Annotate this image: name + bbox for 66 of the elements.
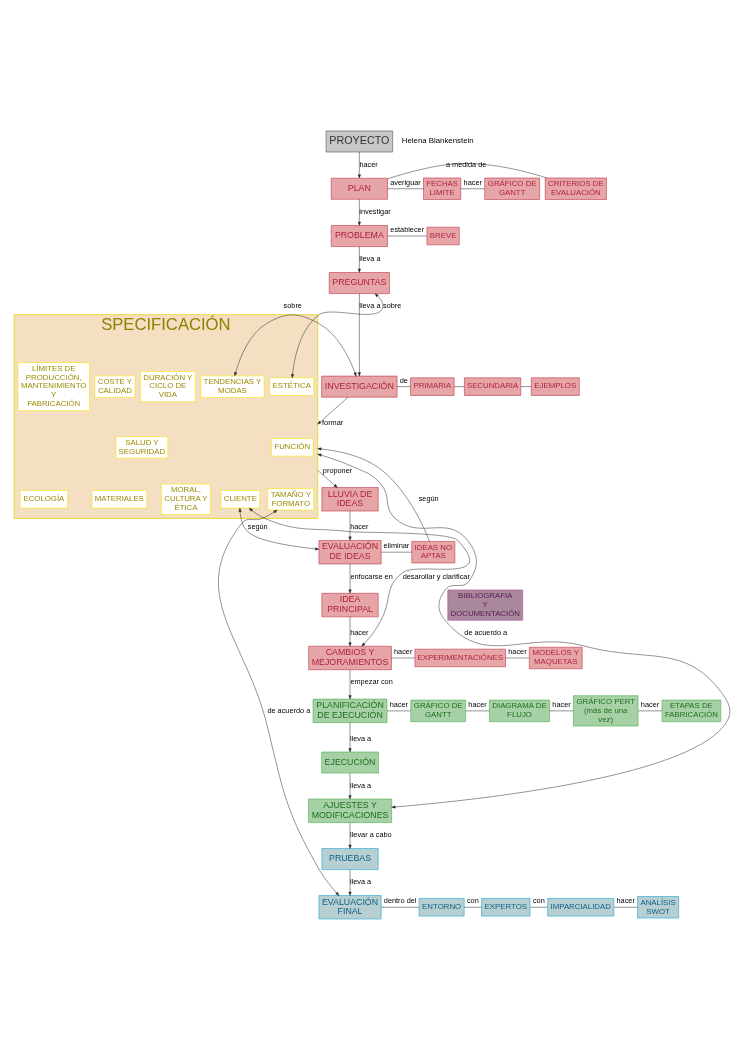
node-box: EJEMPLOS [530, 377, 580, 396]
node-box: LÍMITES DE PRODUCCIÓN, MANTENIMIENTO Y FABRICACIÓN [17, 362, 90, 411]
arrow [348, 869, 352, 896]
node-box: MODELOS Y MAQUETAS [529, 646, 583, 670]
arrow [317, 397, 349, 425]
node-box: BREVE [426, 226, 460, 246]
node-box: SALUD Y SEGURIDAD [115, 436, 169, 459]
node-box: COSTE Y CALIDAD [94, 375, 136, 398]
node-box: FECHAS LIMITE [423, 177, 462, 200]
arrow [348, 822, 352, 849]
node-box: IDEAS NO APTAS [411, 541, 456, 564]
arrow [357, 293, 361, 377]
node-box: IMPARCIALIDAD [547, 898, 615, 917]
arrow [317, 447, 430, 542]
arrow [357, 246, 361, 273]
node-box: CRITERIOS DE EVALUACIÓN [544, 177, 607, 200]
node-box: TENDENCIAS Y MODAS [200, 375, 265, 398]
arrow [218, 509, 340, 896]
node-box: AJUESTES Y MODIFICACIONES [308, 798, 392, 823]
node-box: LLUVIA DE IDEAS [321, 487, 379, 512]
arrow [357, 151, 361, 179]
node-box: DURACIÓN Y CICLO DE VIDA [140, 371, 196, 403]
label: Helena Blankenstein [401, 136, 474, 146]
node-box: PROBLEMA [330, 225, 388, 247]
node-box: FUNCIÓN [271, 438, 314, 457]
node-box: EVALUACIÓN FINAL [318, 895, 382, 920]
node-box: ESTÉTICA [269, 377, 315, 396]
node-box: BIBLIOGRAFIA Y DOCUMENTACIÓN [447, 589, 523, 621]
node-box: EVALUACIÓN DE IDEAS [318, 540, 382, 565]
node-box: CAMBIOS Y MEJORAMIENTOS [308, 645, 392, 671]
node-box: TAMAÑO Y FORMATO [267, 488, 315, 511]
arrow [248, 507, 470, 647]
node-box: PRUEBAS [321, 848, 379, 870]
node-box: MATERIALES [91, 490, 148, 509]
arrow [348, 510, 352, 541]
node-box: ENTORNO [418, 898, 465, 917]
node-box: MORAL, CULTURA Y ÉTICA [161, 483, 211, 515]
node-box: CLIENTE [220, 490, 260, 509]
node-box: EJECUCIÓN [321, 751, 379, 774]
node-box: GRÁFICO PERT (más de una vez) [573, 695, 639, 727]
node-box: GRÁFICO DE GANTT [410, 699, 466, 722]
node-box: ECOLOGÍA [19, 490, 68, 509]
arrow [238, 507, 320, 551]
node-box: GRÁFICO DE GANTT [484, 177, 540, 200]
node-box: PROYECTO [325, 130, 393, 153]
arrow [357, 199, 361, 226]
arrow [317, 470, 338, 488]
node-box: EXPERIMENTACIÓNES [414, 648, 506, 668]
arrow [348, 773, 352, 800]
node-box: EXPERTOS [481, 898, 531, 917]
node-box: SECUNDARIA [464, 377, 522, 396]
arrow [348, 669, 352, 700]
node-box: PLAN [330, 177, 388, 200]
node-box: IDEA PRINCIPAL [321, 593, 379, 618]
node-box: PLANIFICACIÓN DE EJECUCIÓN [312, 698, 388, 723]
node-box: PRIMARIA [410, 377, 455, 396]
arrow [348, 563, 352, 594]
arrow [348, 616, 352, 647]
node-box: PREGUNTAS [328, 272, 390, 294]
arrow [234, 314, 357, 377]
arrow [291, 293, 384, 379]
node-box: DIAGRAMA DE FLUJO [489, 699, 550, 722]
node-box: ETAPAS DE FABRICACIÓN [661, 699, 722, 722]
node-box: ANALÍSIS SWOT [637, 896, 679, 919]
arrow [348, 722, 352, 753]
node-box: INVESTIGACIÓN [321, 375, 398, 398]
